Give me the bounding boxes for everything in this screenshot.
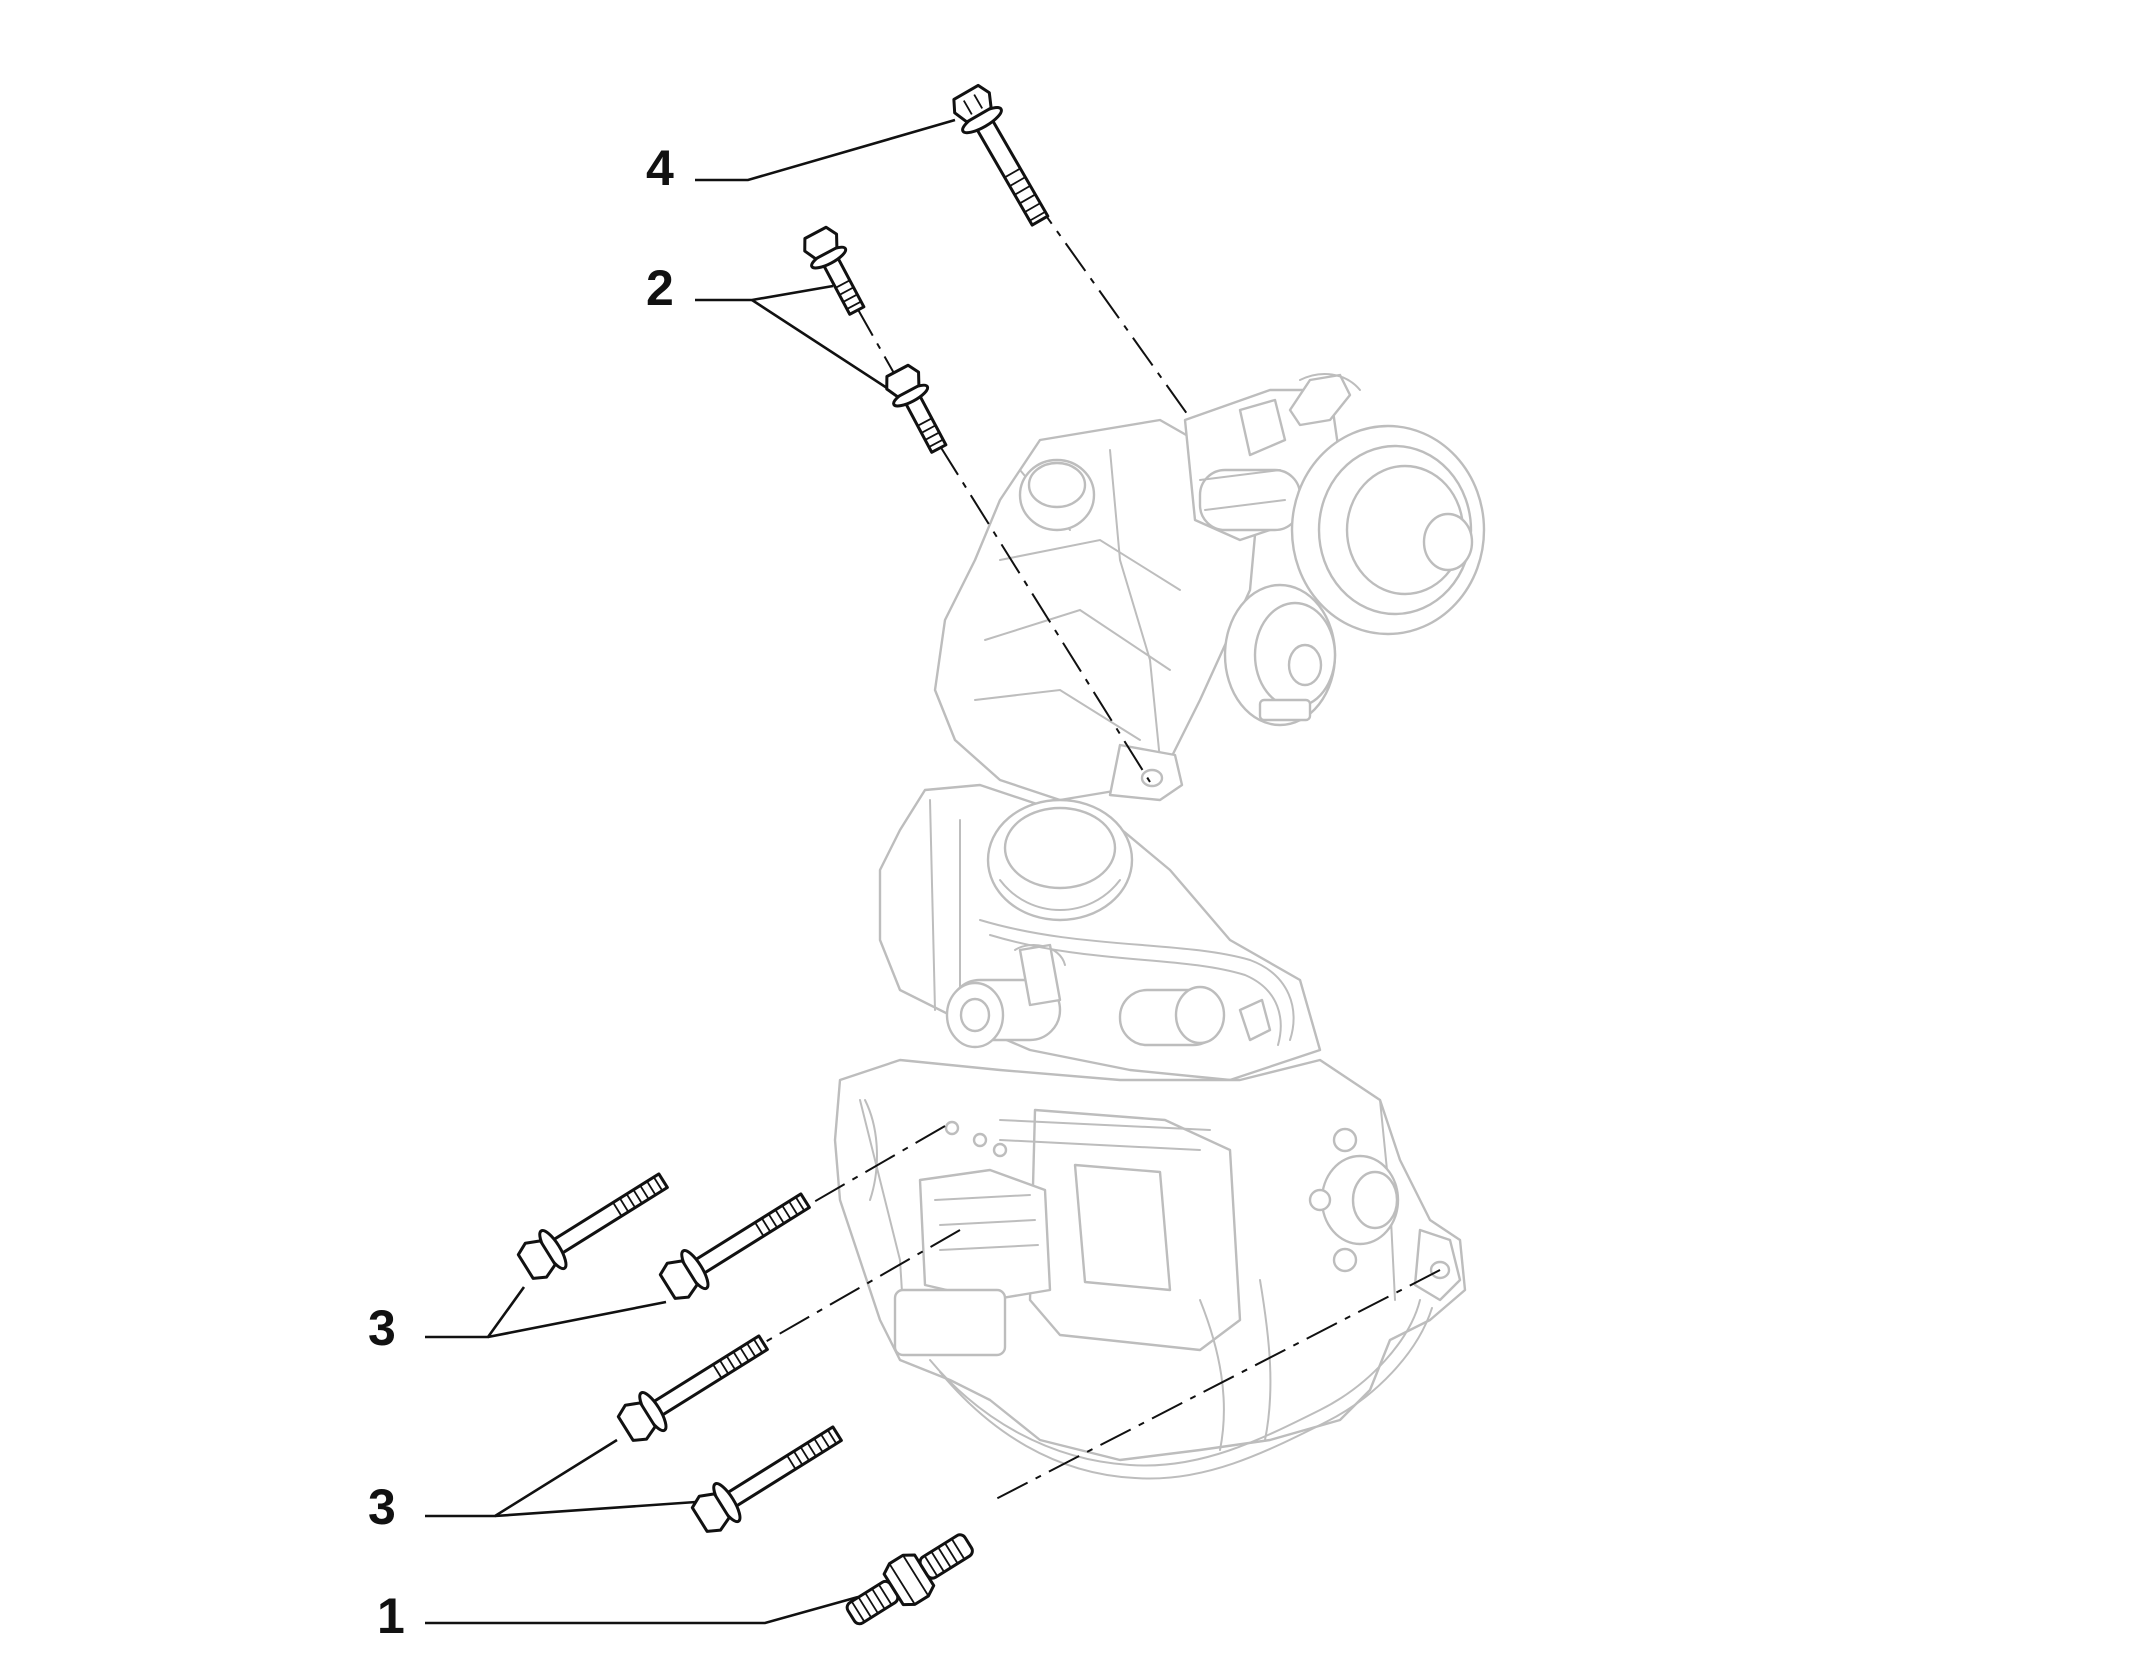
bolt-part-3-d	[690, 1425, 843, 1533]
axis-part-2b	[939, 445, 1151, 783]
bolt-part-2-lower	[885, 363, 948, 454]
callout-3-top: 3	[368, 1300, 396, 1356]
bolt-part-4	[952, 83, 1050, 227]
callout-2: 2	[646, 260, 674, 316]
leader-lines	[425, 118, 956, 1625]
transmission-assembly	[833, 373, 1486, 1480]
leader-2	[695, 284, 834, 302]
axis-part-2a	[855, 305, 896, 376]
axis-part-3b	[759, 1229, 961, 1346]
leader-2-branch	[751, 298, 888, 390]
callout-3-bottom: 3	[368, 1479, 396, 1535]
stud-part-1	[845, 1533, 974, 1626]
leader-3-top	[425, 1286, 526, 1339]
bolt-part-3-a	[516, 1172, 669, 1280]
leader-1	[425, 1595, 859, 1625]
axis-part-3a	[799, 1125, 946, 1211]
leader-3-top-branch	[487, 1300, 667, 1339]
axis-part-4	[1031, 195, 1191, 419]
callout-1: 1	[377, 1588, 405, 1644]
bolt-part-3-c	[616, 1334, 769, 1442]
leader-3-bottom	[425, 1438, 618, 1518]
callout-4: 4	[646, 140, 674, 196]
axis-part-1	[989, 1269, 1441, 1503]
leader-4	[695, 118, 956, 182]
leader-3-bottom-branch	[494, 1500, 697, 1518]
assembly-axis-lines	[759, 195, 1441, 1503]
bolt-part-3-b	[658, 1192, 811, 1300]
bolt-part-2-upper	[803, 225, 866, 316]
callout-labels: 4 2 3 3 1	[368, 140, 674, 1644]
